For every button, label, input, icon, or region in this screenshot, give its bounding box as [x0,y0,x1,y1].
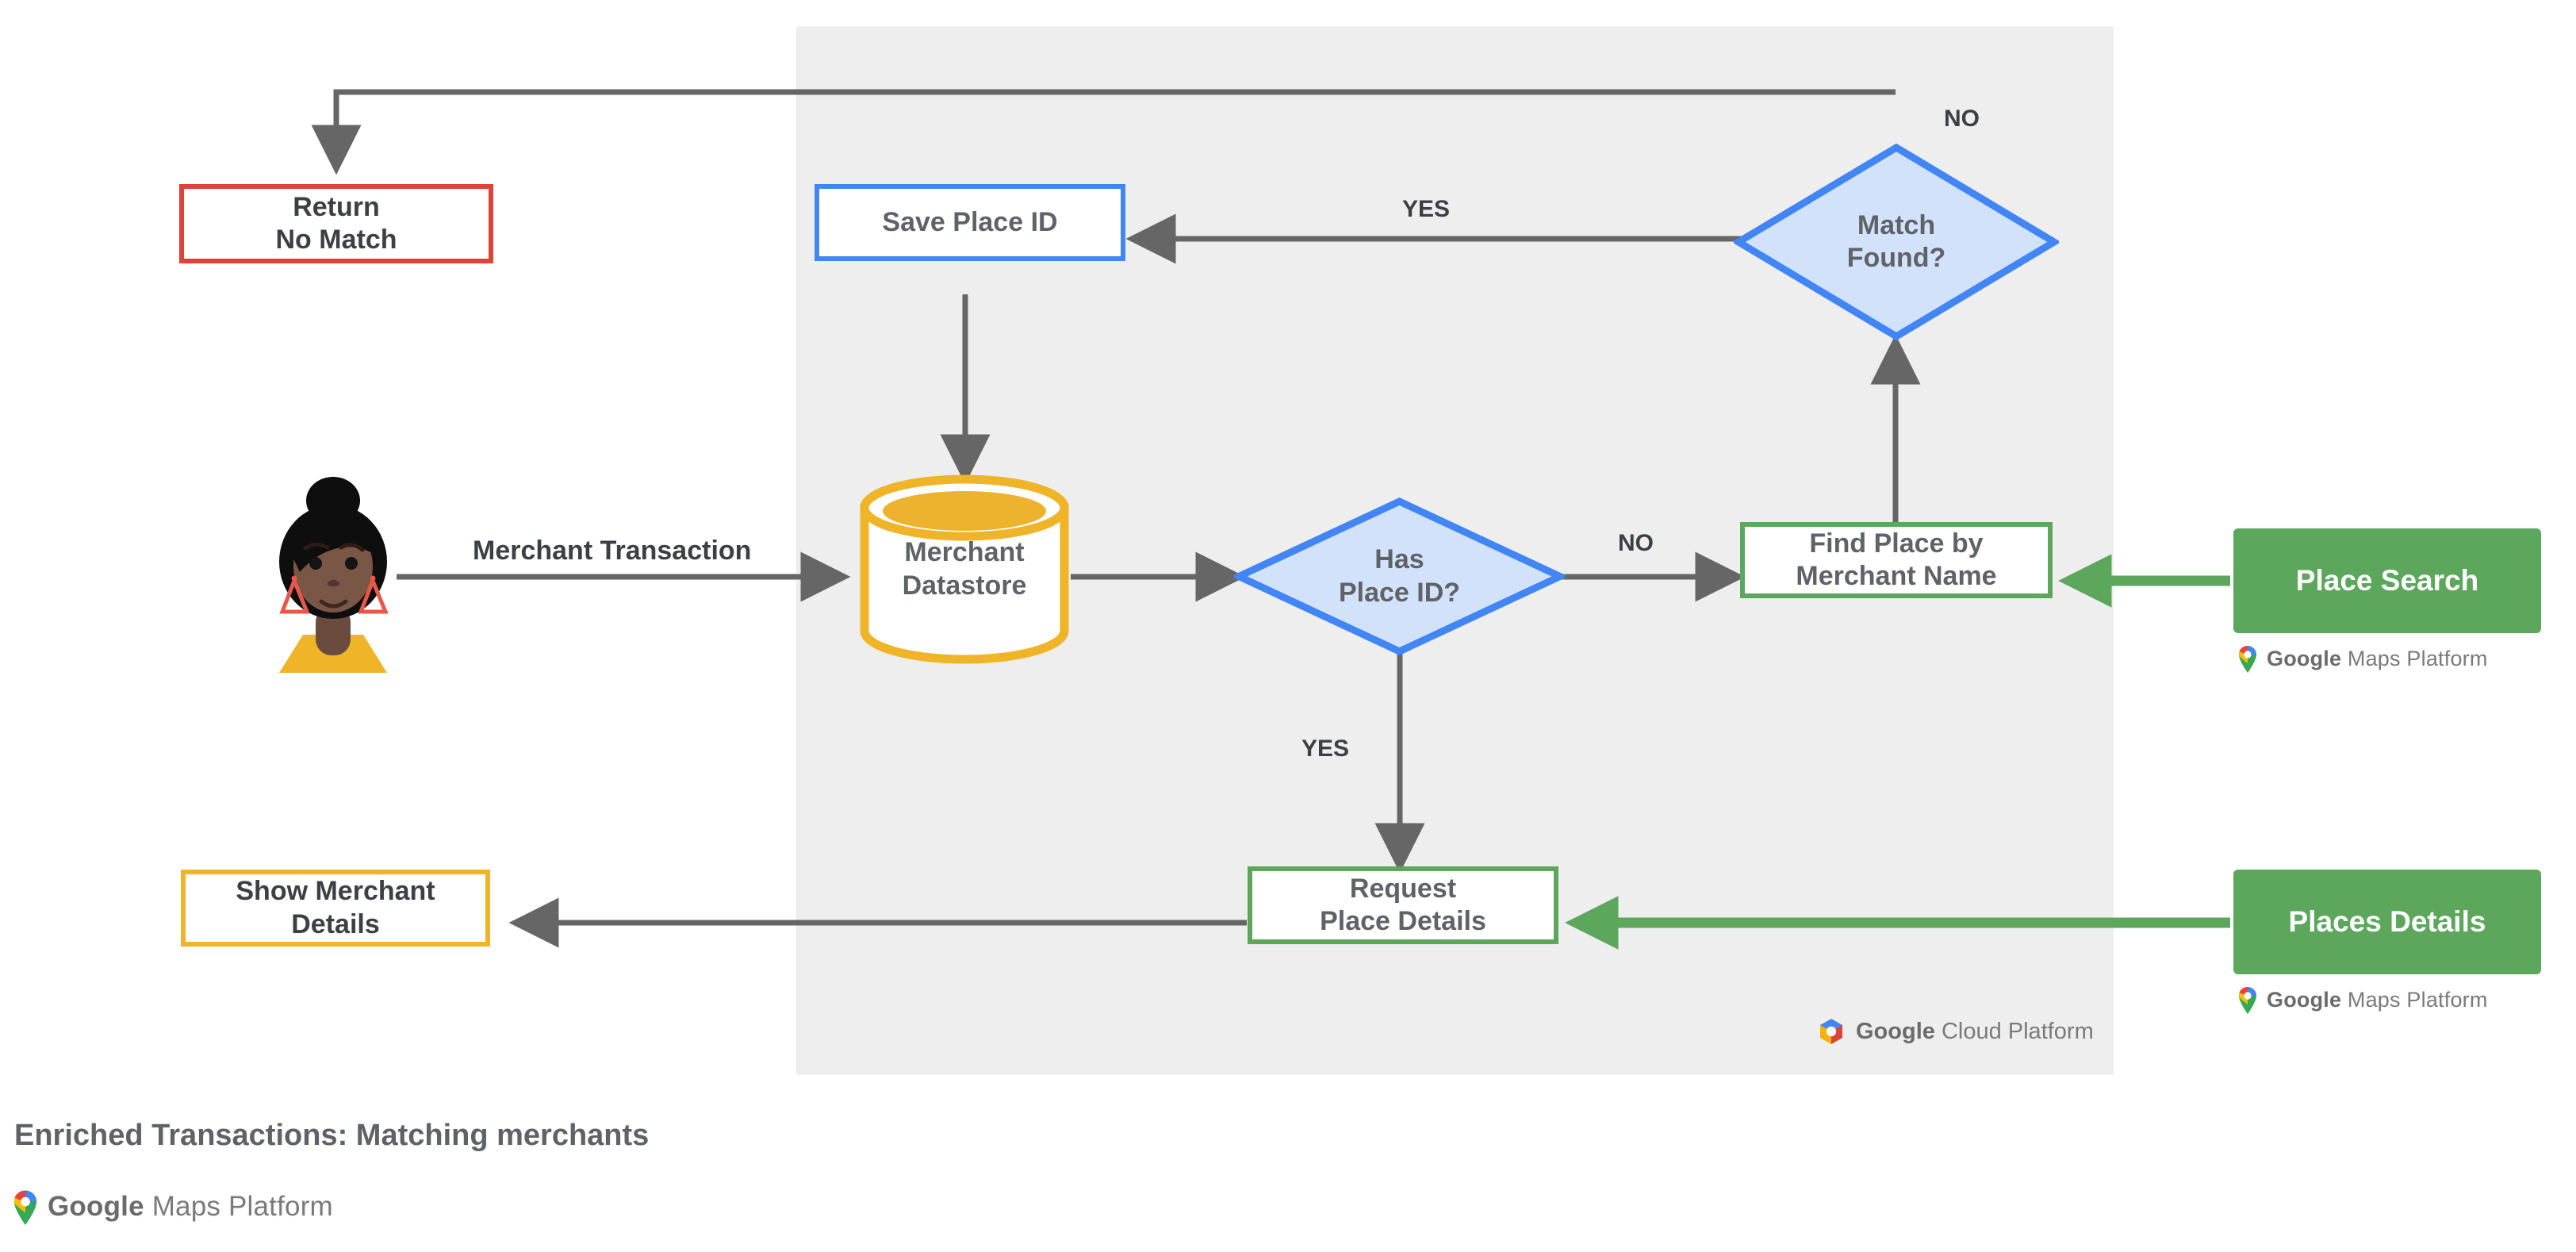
node-request-place-details-label: Request Place Details [1320,873,1486,936]
node-match-found[interactable]: Match Found? [1731,143,2061,341]
edge-label-merchant-transaction: Merchant Transaction [473,536,752,566]
node-return-no-match[interactable]: Return No Match [179,184,493,263]
edge-label-has-place-id-no: NO [1618,530,1654,556]
node-has-place-id-label: Has Place ID? [1338,544,1461,608]
google-cloud-platform-logo: Google Cloud Platform [1816,1017,2094,1046]
page-title: Enriched Transactions: Matching merchant… [14,1119,650,1152]
node-find-place-by-merchant-name[interactable]: Find Place by Merchant Name [1740,522,2053,598]
cloud-platform-wordmark: Google Cloud Platform [1856,1018,2094,1044]
places-details-maps-platform-logo: Google Maps Platform [2237,985,2488,1014]
maps-platform-wordmark: Google Maps Platform [2267,987,2488,1012]
google-maps-pin-icon [13,1190,37,1225]
edge-match-found-no [311,89,1896,175]
node-has-place-id[interactable]: Has Place ID? [1230,497,1569,656]
datastore-cylinder-icon [860,474,1069,664]
node-find-place-by-merchant-name-label: Find Place by Merchant Name [1796,528,1997,591]
person-avatar-icon [279,477,389,673]
node-request-place-details[interactable]: Request Place Details [1248,866,1558,944]
decision-diamond-shape [1731,143,2061,341]
node-merchant-datastore[interactable]: Merchant Datastore [857,473,1071,666]
google-maps-pin-icon [2239,645,2256,673]
node-places-details[interactable]: Places Details [2233,870,2541,974]
google-maps-pin-icon [2239,986,2256,1014]
google-cloud-hexagon-icon [1820,1019,1842,1044]
edge-label-has-place-id-yes: YES [1301,735,1350,762]
edge-label-match-found-yes: YES [1402,196,1451,222]
place-search-maps-platform-logo: Google Maps Platform [2237,644,2488,673]
decision-diamond-shape [1230,497,1569,655]
edge-label-match-found-no: NO [1944,106,1980,132]
maps-platform-wordmark: Google Maps Platform [2267,646,2488,670]
node-save-place-id[interactable]: Save Place ID [815,184,1125,261]
node-match-found-label: Match Found? [1846,209,1946,273]
node-show-merchant-details[interactable]: Show Merchant Details [181,870,490,947]
maps-platform-wordmark: Google Maps Platform [48,1191,333,1222]
node-save-place-id-label: Save Place ID [882,206,1058,237]
node-merchant-datastore-label: Merchant Datastore [902,537,1027,601]
node-places-details-label: Places Details [2288,905,2486,938]
node-place-search[interactable]: Place Search [2233,528,2541,633]
footer-maps-platform-logo: Google Maps Platform [11,1189,333,1225]
node-return-no-match-label: Return No Match [275,191,397,255]
node-show-merchant-details-label: Show Merchant Details [236,876,435,939]
merchant-customer-avatar [262,465,404,679]
node-place-search-label: Place Search [2295,564,2479,597]
